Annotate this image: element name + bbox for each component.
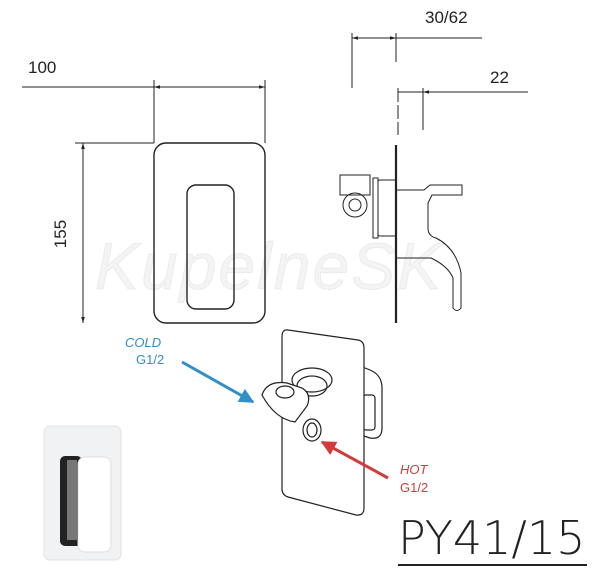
height-dimension-label: 155	[51, 219, 71, 249]
side-view	[339, 33, 528, 323]
cold-arrow	[181, 360, 255, 404]
lever-handle-side	[395, 184, 463, 311]
handle-depth-dimension-label: 22	[490, 68, 509, 87]
hot-label: HOT	[400, 462, 428, 477]
valve-body	[377, 179, 397, 237]
front-view	[22, 80, 266, 324]
cold-thread-label: G1/2	[136, 352, 165, 367]
cold-label: COLD	[125, 335, 162, 350]
hot-thread-label: G1/2	[400, 480, 429, 495]
rear-box	[344, 359, 383, 439]
watermark: KupelneSK	[94, 229, 444, 304]
width-dimension-label: 100	[28, 58, 57, 77]
product-photo	[43, 425, 122, 561]
hot-arrow	[320, 440, 389, 480]
cover-plate	[153, 142, 266, 324]
product-code: PY41/15	[398, 511, 588, 566]
isometric-view	[261, 329, 383, 516]
depth-dimension-label: 30/62	[425, 8, 468, 27]
lever-handle-front	[186, 184, 235, 310]
iso-cover-plate	[281, 329, 365, 516]
